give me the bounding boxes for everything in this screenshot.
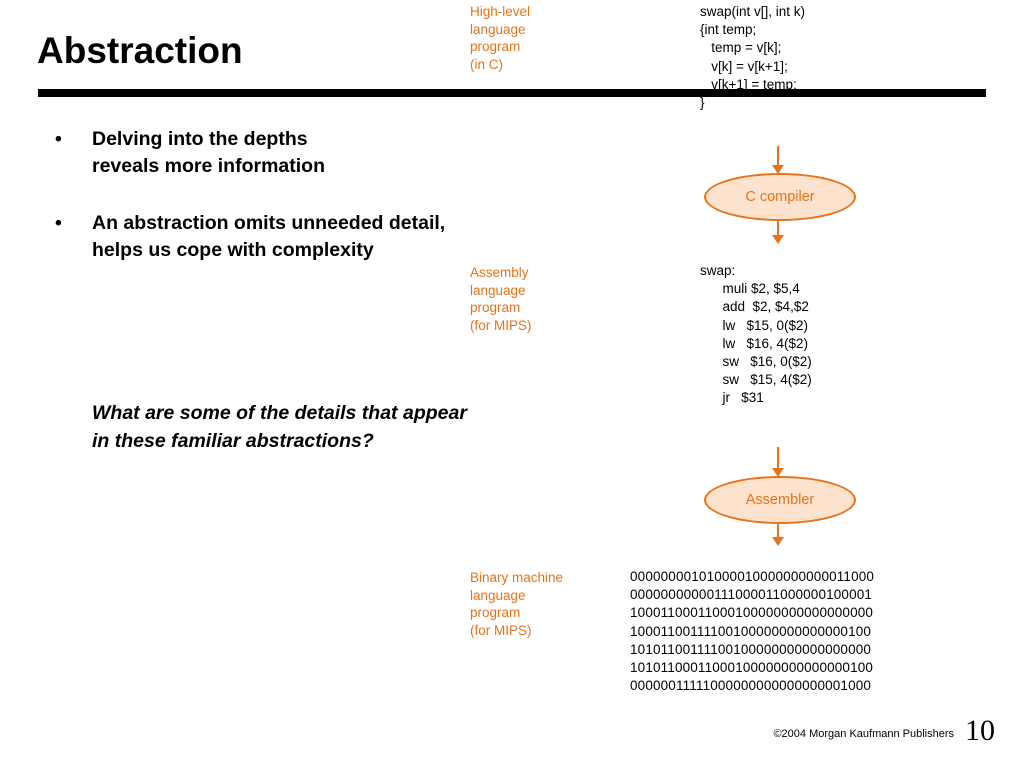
bullet-dot-icon: • xyxy=(55,128,62,150)
bullet-text: An abstraction omits unneeded detail, he… xyxy=(92,212,446,261)
page-number: 10 xyxy=(965,714,995,747)
flow-arrow-shaft xyxy=(777,146,779,167)
flow-arrow-shaft xyxy=(777,447,779,470)
flow-arrow-shaft xyxy=(777,221,779,237)
assembly-code: swap: muli $2, $5,4 add $2, $4,$2 lw $15… xyxy=(700,263,812,406)
level-label-c: High-level language program (in C) xyxy=(470,4,531,72)
bullet-dot-icon: • xyxy=(55,212,62,234)
arrow-down-icon xyxy=(772,165,784,174)
arrow-down-icon xyxy=(772,235,784,244)
arrow-down-icon xyxy=(772,537,784,546)
c-source-code: swap(int v[], int k) {int temp; temp = v… xyxy=(700,4,806,110)
binary-machine-code: 00000000101000010000000000011000 0000000… xyxy=(630,569,875,694)
assembler-node: Assembler xyxy=(704,476,856,524)
arrow-down-icon xyxy=(772,468,784,477)
level-label-assembly: Assembly language program (for MIPS) xyxy=(470,265,532,333)
bullet-item: • An abstraction omits unneeded detail, … xyxy=(55,210,465,264)
bullet-list: • Delving into the depths reveals more i… xyxy=(55,126,465,294)
level-label-binary: Binary machine language program (for MIP… xyxy=(470,570,564,638)
question-text: What are some of the details that appear… xyxy=(92,402,467,452)
slide-title: Abstraction xyxy=(37,30,243,71)
title-divider xyxy=(38,89,986,97)
bullet-item: • Delving into the depths reveals more i… xyxy=(55,126,465,180)
copyright-notice: ©2004 Morgan Kaufmann Publishers xyxy=(773,728,954,740)
flow-arrow-shaft xyxy=(777,524,779,539)
bullet-text: Delving into the depths reveals more inf… xyxy=(92,128,325,177)
c-compiler-node: C compiler xyxy=(704,173,856,221)
c-compiler-label: C compiler xyxy=(745,189,815,205)
assembler-label: Assembler xyxy=(745,492,815,508)
